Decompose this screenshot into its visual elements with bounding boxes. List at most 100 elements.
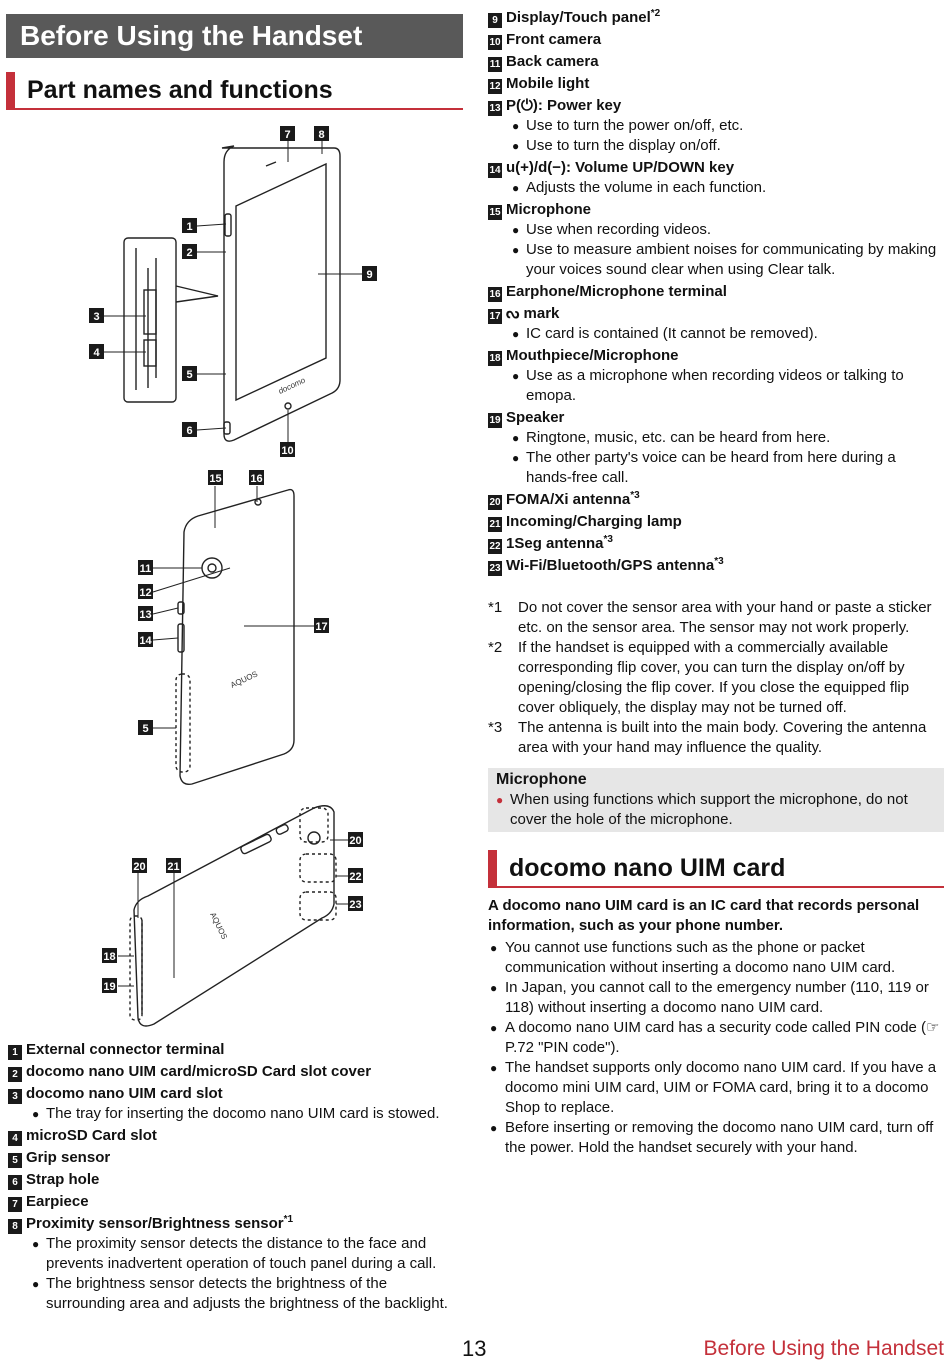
part-bullet: Ringtone, music, etc. can be heard from …	[512, 428, 944, 448]
footnote-ref: *3	[630, 490, 640, 501]
callout-6: 6	[186, 425, 192, 437]
part-bullet: Use to turn the display on/off.	[512, 136, 944, 156]
part-bullet: The brightness sensor detects the bright…	[32, 1274, 463, 1314]
callout-7: 7	[284, 129, 290, 141]
callout-20b: 20	[349, 835, 361, 847]
part-number: 23	[488, 561, 502, 576]
footnote-ref: *3	[714, 556, 724, 567]
callout-21: 21	[167, 861, 179, 873]
part-item: 1 External connector terminal	[8, 1040, 463, 1060]
part-number: 16	[488, 287, 502, 302]
part-name: Incoming/Charging lamp	[506, 513, 682, 530]
back-view-body	[179, 488, 295, 786]
part-name: Grip sensor	[26, 1149, 111, 1166]
front-view-body	[221, 145, 341, 442]
part-name: P(⏻): Power key	[506, 97, 622, 114]
footnote-ref: *1	[283, 1214, 294, 1225]
front-view-screen	[235, 162, 327, 402]
part-number: 6	[8, 1175, 22, 1190]
part-number: 7	[8, 1197, 22, 1212]
callout-16: 16	[250, 473, 262, 485]
part-name: microSD Card slot	[26, 1127, 157, 1144]
part-bullet: The other party's voice can be heard fro…	[512, 448, 944, 488]
part-bullet: Adjusts the volume in each function.	[512, 178, 944, 198]
part-item: 7 Earpiece	[8, 1192, 463, 1212]
part-bullet: Use to measure ambient noises for commun…	[512, 240, 944, 280]
callout-5b: 5	[142, 723, 148, 735]
side-brand: AQUOS	[208, 911, 229, 941]
part-number: 21	[488, 517, 502, 532]
part-number: 4	[8, 1131, 22, 1146]
part-number: 14	[488, 163, 502, 178]
part-number: 1	[8, 1045, 22, 1060]
footnote-mark: *2	[488, 639, 503, 656]
part-item: 8 Proximity sensor/Brightness sensor*1 Th…	[8, 1214, 463, 1314]
part-number: 9	[488, 13, 502, 28]
section-title-parts: Part names and functions	[6, 72, 463, 110]
part-item: 4 microSD Card slot	[8, 1126, 463, 1146]
callout-8: 8	[318, 129, 324, 141]
part-name: Back camera	[506, 53, 599, 70]
part-name: docomo nano UIM card slot	[26, 1085, 223, 1102]
part-name: Earphone/Microphone terminal	[506, 283, 727, 300]
part-name: 1Seg antenna	[506, 535, 604, 552]
footnote-text: Do not cover the sensor area with your h…	[518, 599, 932, 636]
part-name: Front camera	[506, 31, 602, 48]
uim-bullet: A docomo nano UIM card has a security co…	[488, 1018, 944, 1058]
footnote-text: The antenna is built into the main body.…	[518, 719, 927, 756]
part-name: External connector terminal	[26, 1041, 225, 1058]
part-item: 21 Incoming/Charging lamp	[488, 512, 944, 532]
section-title-uim: docomo nano UIM card	[488, 850, 944, 888]
callout-3: 3	[93, 311, 99, 323]
callout-9: 9	[366, 269, 372, 281]
callout-11: 11	[140, 563, 152, 575]
callout-15: 15	[209, 473, 221, 485]
part-name: Earpiece	[26, 1193, 89, 1210]
part-number: 3	[8, 1089, 22, 1104]
footnote-ref: *2	[650, 8, 661, 19]
part-item: 22 1Seg antenna*3	[488, 534, 944, 554]
uim-intro: A docomo nano UIM card is an IC card tha…	[488, 897, 920, 934]
uim-bullet: The handset supports only docomo nano UI…	[488, 1058, 944, 1118]
part-bullet: The tray for inserting the docomo nano U…	[32, 1104, 463, 1124]
part-name: Proximity sensor/Brightness sensor	[26, 1215, 284, 1232]
part-name: FOMA/Xi antenna	[506, 491, 631, 508]
part-bullet: IC card is contained (It cannot be remov…	[512, 324, 944, 344]
callout-2: 2	[186, 247, 192, 259]
part-number: 22	[488, 539, 502, 554]
callout-5: 5	[186, 369, 192, 381]
uim-bullet: In Japan, you cannot call to the emergen…	[488, 978, 944, 1018]
part-item: 3 docomo nano UIM card slot The tray for …	[8, 1084, 463, 1124]
back-camera-ring	[201, 557, 223, 579]
part-name: Speaker	[506, 409, 565, 426]
callout-14: 14	[139, 635, 152, 647]
inset-frame	[123, 237, 177, 403]
part-bullet: The proximity sensor detects the distanc…	[32, 1234, 463, 1274]
part-name: u(+)/d(−): Volume UP/DOWN key	[506, 159, 735, 176]
part-item: 20 FOMA/Xi antenna*3	[488, 490, 944, 510]
part-name: Microphone	[506, 201, 591, 218]
page-number: 13	[462, 1336, 487, 1361]
callout-4: 4	[93, 347, 100, 359]
part-number: 20	[488, 495, 502, 510]
part-name: Mouthpiece/Microphone	[506, 347, 679, 364]
section-link[interactable]: Before Using the Handset	[704, 1336, 944, 1362]
footnote-ref: *3	[603, 534, 613, 545]
part-number: 17	[488, 309, 502, 324]
back-brand: AQUOS	[229, 669, 259, 689]
part-number: 2	[8, 1067, 22, 1082]
callout-22: 22	[349, 871, 361, 883]
chapter-title: Before Using the Handset	[6, 14, 463, 58]
part-item: 16 Earphone/Microphone terminal	[488, 282, 944, 302]
part-number: 8	[8, 1219, 22, 1234]
uim-bullet: Before inserting or removing the docomo …	[488, 1118, 944, 1158]
uim-bullet-list: You cannot use functions such as the pho…	[488, 938, 944, 1158]
